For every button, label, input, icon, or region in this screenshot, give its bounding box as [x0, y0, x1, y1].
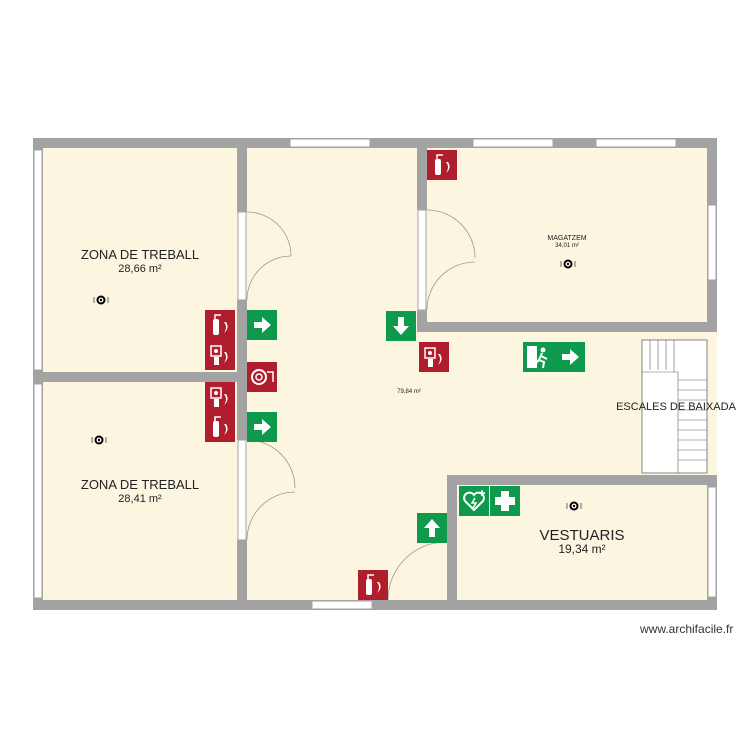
fire-alarm-icon: [204, 381, 236, 413]
fire-extinguisher-icon: [204, 309, 236, 341]
exit-arrow-icon: [386, 311, 416, 341]
emergency-exit-icon: [523, 342, 555, 372]
room-area-work-bottom: 28,41 m²: [118, 493, 162, 505]
room-area-work-top: 28,66 m²: [118, 263, 162, 275]
room-name-storage: MAGATZEM: [547, 235, 586, 242]
fire-hose-icon: [247, 362, 277, 392]
fire-extinguisher-icon: [204, 411, 236, 443]
room-area-corridor: 79,84 m²: [397, 389, 421, 395]
windows: [33, 138, 717, 610]
room-name-work-top: ZONA DE TREBALL: [81, 247, 199, 262]
watermark: www.archifacile.fr: [640, 622, 734, 636]
exit-arrow-icon: [555, 342, 585, 372]
fire-alarm-icon: [204, 339, 236, 371]
room-name-changing: VESTUARIS: [539, 527, 624, 544]
fire-alarm-icon: [418, 341, 450, 373]
fire-extinguisher-icon: [357, 569, 389, 601]
room-name-work-bottom: ZONA DE TREBALL: [81, 477, 199, 492]
defibrillator-icon: [459, 486, 489, 516]
fire-extinguisher-icon: [426, 149, 458, 181]
room-area-storage: 34,01 m²: [555, 243, 579, 249]
exit-arrow-icon: [247, 310, 277, 340]
exit-arrow-icon: [417, 513, 447, 543]
exit-arrow-icon: [247, 412, 277, 442]
first-aid-icon: [490, 486, 520, 516]
doors: [237, 209, 476, 601]
stairs-label: ESCALES DE BAIXADA: [616, 401, 736, 413]
room-area-changing: 19,34 m²: [558, 542, 605, 556]
stairs: [641, 339, 708, 474]
